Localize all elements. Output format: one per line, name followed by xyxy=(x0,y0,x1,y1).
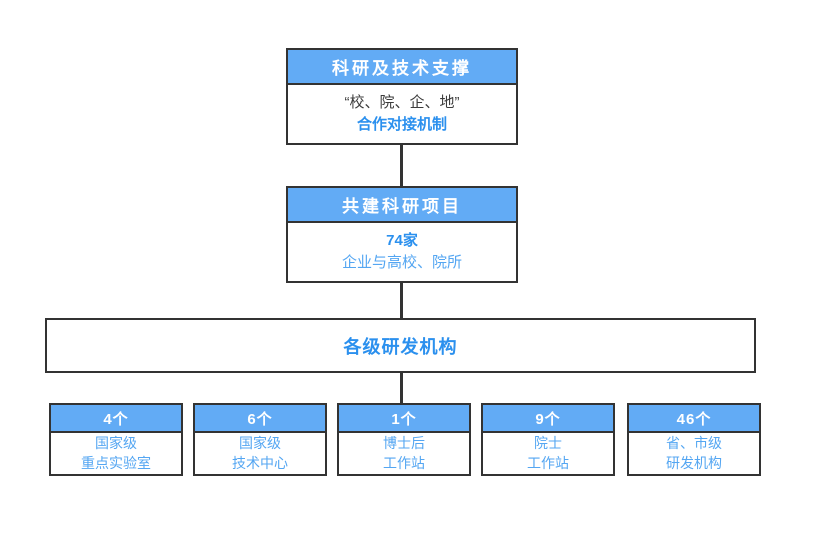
rd-institutions-box: 各级研发机构 xyxy=(45,318,756,373)
leaf-box-header: 46个 xyxy=(629,405,759,433)
support-box-body: “校、院、企、地” 合作对接机制 xyxy=(288,85,516,143)
leaf-box-header: 4个 xyxy=(51,405,181,433)
connector-mid-wide xyxy=(400,283,403,318)
leaf-box-line2: 工作站 xyxy=(383,454,425,471)
leaf-box-header: 1个 xyxy=(339,405,469,433)
rd-institutions-label: 各级研发机构 xyxy=(343,336,458,357)
leaf-box-line1: 国家级 xyxy=(95,434,137,451)
leaf-box-line2: 技术中心 xyxy=(232,454,288,471)
support-box-line1: “校、院、企、地” xyxy=(344,94,460,112)
leaf-box-body: 国家级 技术中心 xyxy=(195,433,325,474)
leaf-box-line1: 博士后 xyxy=(383,434,425,451)
projects-box: 共建科研项目 74家 企业与高校、院所 xyxy=(286,186,518,283)
leaf-box-academician-station: 9个 院士 工作站 xyxy=(481,403,615,476)
projects-box-body: 74家 企业与高校、院所 xyxy=(288,223,516,281)
leaf-box-line2: 重点实验室 xyxy=(81,454,151,471)
support-box-line2: 合作对接机制 xyxy=(356,116,447,133)
leaf-box-line2: 工作站 xyxy=(527,454,569,471)
leaf-box-provincial-rd: 46个 省、市级 研发机构 xyxy=(627,403,761,476)
leaf-box-body: 省、市级 研发机构 xyxy=(629,433,759,474)
leaf-box-line2: 研发机构 xyxy=(666,454,722,471)
leaf-box-line1: 省、市级 xyxy=(666,434,722,451)
support-box: 科研及技术支撑 “校、院、企、地” 合作对接机制 xyxy=(286,48,518,145)
leaf-box-national-key-labs: 4个 国家级 重点实验室 xyxy=(49,403,183,476)
leaf-box-body: 国家级 重点实验室 xyxy=(51,433,181,474)
leaf-box-national-tech-centers: 6个 国家级 技术中心 xyxy=(193,403,327,476)
leaf-box-line1: 国家级 xyxy=(239,434,281,451)
leaf-box-header: 9个 xyxy=(483,405,613,433)
leaf-box-body: 院士 工作站 xyxy=(483,433,613,474)
leaf-box-header: 6个 xyxy=(195,405,325,433)
support-box-header: 科研及技术支撑 xyxy=(288,50,516,85)
connector-wide-bottom xyxy=(400,373,403,403)
leaf-box-line1: 院士 xyxy=(534,434,562,451)
leaf-box-body: 博士后 工作站 xyxy=(339,433,469,474)
connector-top-mid xyxy=(400,145,403,186)
projects-box-line2: 企业与高校、院所 xyxy=(341,254,462,271)
projects-box-header: 共建科研项目 xyxy=(288,188,516,223)
leaf-box-postdoc-station: 1个 博士后 工作站 xyxy=(337,403,471,476)
projects-box-line1: 74家 xyxy=(386,232,418,250)
